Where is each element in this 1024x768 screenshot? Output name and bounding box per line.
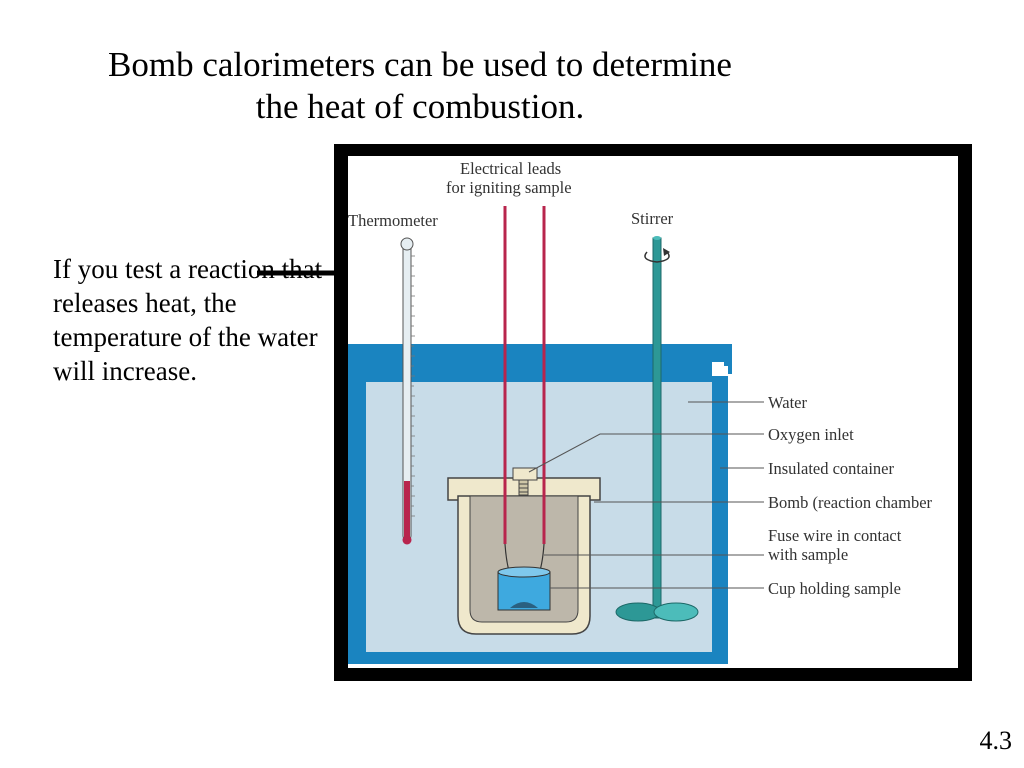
- label-bomb: Bomb (reaction chamber: [768, 493, 933, 512]
- label-insulated-container: Insulated container: [768, 459, 894, 478]
- label-cup: Cup holding sample: [768, 579, 901, 598]
- slide-number: 4.3: [979, 726, 1013, 755]
- label-electrical-leads-1: Electrical leads: [460, 159, 561, 178]
- label-water: Water: [768, 393, 807, 412]
- calorimeter-figure: Electrical leads for igniting sample The…: [334, 144, 972, 681]
- title-line-2: the heat of combustion.: [255, 87, 585, 126]
- slide-title: Bomb calorimeters can be used to determi…: [0, 44, 840, 128]
- explanation-text: If you test a reaction that releases hea…: [53, 254, 323, 386]
- label-fuse-wire-1: Fuse wire in contact: [768, 526, 902, 545]
- sample-cup: [497, 566, 551, 611]
- rotation-arrow-icon: [644, 251, 670, 263]
- label-thermometer: Thermometer: [348, 211, 438, 230]
- title-line-1: Bomb calorimeters can be used to determi…: [108, 45, 732, 84]
- label-fuse-wire-2: with sample: [768, 545, 848, 564]
- label-electrical-leads-2: for igniting sample: [446, 178, 572, 197]
- calorimeter-diagram: Electrical leads for igniting sample The…: [348, 159, 933, 664]
- thermometer: [400, 237, 415, 545]
- container-lid: [348, 344, 732, 374]
- stirrer: [615, 236, 699, 622]
- label-stirrer: Stirrer: [631, 209, 674, 228]
- figure-canvas: Electrical leads for igniting sample The…: [348, 156, 958, 668]
- label-oxygen-inlet: Oxygen inlet: [768, 425, 854, 444]
- bomb-reaction-chamber: [447, 477, 601, 635]
